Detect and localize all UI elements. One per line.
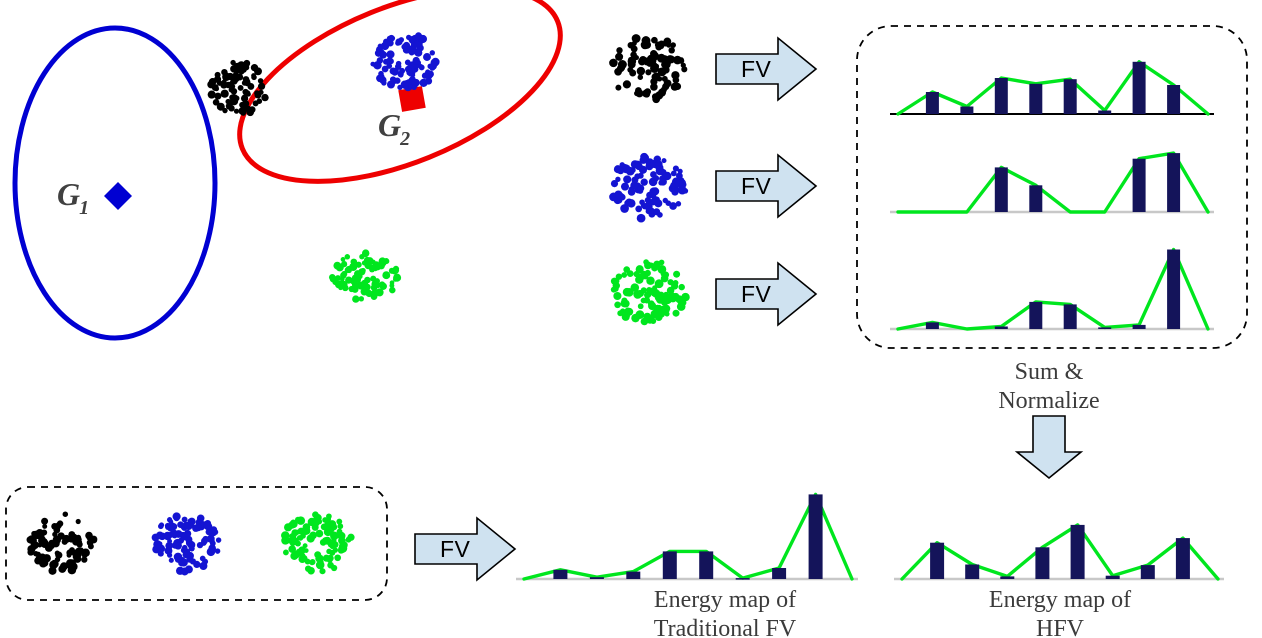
- histogram-bar: [1132, 324, 1146, 329]
- histogram-bar: [772, 568, 787, 579]
- black-point-cloud: [26, 511, 98, 575]
- combined-clouds-panel-border: [5, 486, 388, 601]
- histogram-bar: [994, 78, 1008, 114]
- fv-arrow-green-label: FV: [741, 281, 772, 307]
- histogram-bar: [626, 571, 641, 579]
- blue-point-cloud: [370, 32, 440, 92]
- histogram-bar: [1098, 110, 1112, 114]
- histogram-bar: [1167, 85, 1181, 114]
- blue-point-cloud: [609, 152, 689, 223]
- green-point-cloud: [281, 511, 355, 575]
- histogram-bar: [1098, 327, 1112, 329]
- histogram-bar: [960, 106, 974, 114]
- group-ellipse-g1: [12, 25, 218, 341]
- histogram-hist-green: [890, 247, 1214, 331]
- histogram-hist-blue: [890, 151, 1214, 214]
- histogram-bar: [1132, 61, 1146, 114]
- histogram-bar: [553, 569, 568, 579]
- group-label-g2: G2: [378, 107, 411, 150]
- histogram-bar: [808, 494, 823, 579]
- energy-map-traditional-label: Energy map of Traditional FV: [653, 587, 797, 638]
- scatter-clouds: [26, 32, 690, 576]
- histogram-bar: [699, 551, 714, 579]
- group-label-g1: G1: [57, 176, 90, 219]
- histogram-bar: [1035, 547, 1050, 579]
- histogram-hist-black: [890, 60, 1214, 116]
- fv-arrow-blue-label: FV: [741, 173, 772, 199]
- square-marker-g2: [398, 86, 426, 112]
- histogram-bar: [925, 92, 939, 114]
- group-ellipse-g2: [237, 0, 563, 184]
- histogram-bar: [1175, 538, 1190, 579]
- histogram-bar: [735, 578, 750, 580]
- per-group-fv-panel-border: [856, 25, 1248, 349]
- group-label-g2-subscript: 2: [400, 128, 411, 150]
- histogram-group: [516, 60, 1224, 581]
- black-point-cloud: [207, 59, 269, 117]
- histogram-bar: [1063, 79, 1077, 114]
- histogram-bar: [994, 167, 1008, 212]
- sum-normalize-label: Sum & Normalize: [998, 359, 1100, 415]
- histogram-bar: [662, 551, 677, 579]
- histogram-envelope: [896, 247, 1210, 331]
- fv-arrow-combined-label: FV: [440, 536, 471, 562]
- histogram-bar: [1167, 249, 1181, 329]
- histogram-envelope: [900, 523, 1220, 581]
- sum-normalize-arrow[interactable]: [1014, 415, 1084, 480]
- histogram-bar: [925, 322, 939, 329]
- histogram-bar: [1132, 158, 1146, 212]
- histogram-envelope: [522, 492, 854, 581]
- diamond-marker-g1: [104, 182, 132, 210]
- histogram-bar: [1063, 304, 1077, 329]
- histogram-bar: [1140, 565, 1155, 579]
- fv-arrow-black-label: FV: [741, 56, 772, 82]
- histogram-bar: [1029, 185, 1043, 212]
- histogram-hist-traditional-fv: [516, 492, 858, 581]
- histogram-bar: [965, 564, 980, 579]
- histogram-hist-hfv: [894, 523, 1224, 581]
- group-label-g2-base: G: [378, 107, 402, 143]
- histogram-envelope: [896, 60, 1210, 116]
- energy-map-hfv-label: Energy map of HFV: [988, 587, 1132, 638]
- histogram-bar: [1070, 524, 1085, 579]
- histogram-bar: [1105, 575, 1120, 579]
- histogram-bar: [1029, 301, 1043, 329]
- histogram-envelope: [896, 151, 1210, 214]
- histogram-bar: [1029, 83, 1043, 114]
- group-label-g1-base: G: [57, 176, 81, 212]
- blue-point-cloud: [151, 512, 222, 576]
- histogram-bar: [1000, 576, 1015, 579]
- green-point-cloud: [328, 249, 402, 303]
- black-point-cloud: [609, 34, 688, 104]
- histogram-bar: [930, 542, 945, 579]
- histogram-bar: [589, 577, 604, 579]
- group-label-g1-subscript: 1: [79, 197, 90, 219]
- histogram-bar: [994, 326, 1008, 329]
- green-point-cloud: [610, 259, 690, 326]
- histogram-bar: [1167, 153, 1181, 212]
